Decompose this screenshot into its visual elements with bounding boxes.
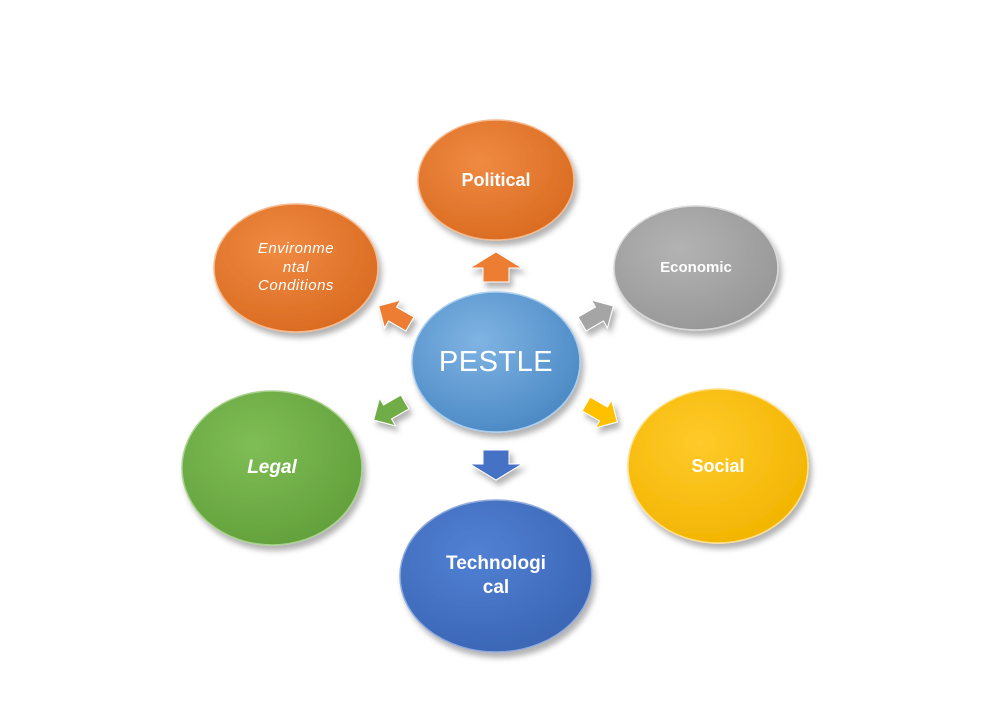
circle-social bbox=[627, 388, 809, 544]
arrow-social bbox=[581, 396, 618, 429]
circle-political bbox=[417, 119, 575, 241]
arrow-environmental bbox=[378, 299, 415, 332]
circle-technological bbox=[399, 499, 593, 653]
arrow-legal bbox=[373, 394, 410, 427]
circle-center bbox=[411, 291, 581, 433]
arrow-technological bbox=[468, 449, 524, 481]
arrow-political bbox=[468, 251, 524, 283]
circle-environmental bbox=[213, 203, 379, 333]
circle-economic bbox=[613, 205, 779, 331]
circle-legal bbox=[181, 390, 363, 546]
arrow-economic bbox=[577, 299, 614, 332]
